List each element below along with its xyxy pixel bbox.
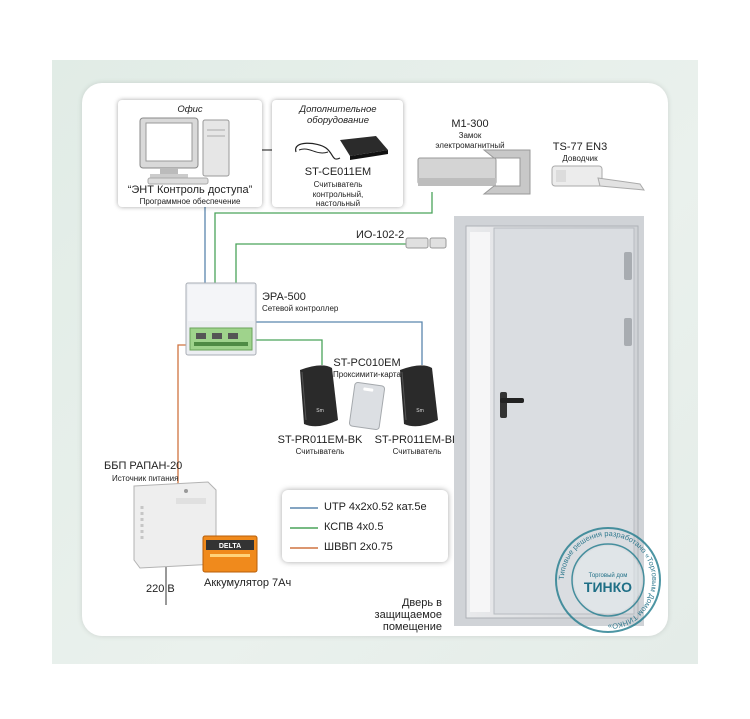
wire-utp-reader-right: [255, 321, 423, 365]
svg-text:Sm: Sm: [416, 408, 424, 414]
psu-name: ББП РАПАН-20: [104, 460, 183, 472]
wire-shvvp-psu: [177, 344, 188, 485]
extra-title: Дополнительное оборудование: [299, 104, 377, 126]
reader-right-name: ST-PR011EM-BK: [374, 434, 460, 446]
stamp-brand: ТИНКО: [584, 579, 632, 595]
lock-desc: Замок электромагнитный: [435, 131, 505, 150]
legend: [282, 490, 448, 562]
reader-left-name: ST-PR011EM-BK: [277, 434, 363, 446]
card-desc: Проксимити-карта: [333, 370, 401, 379]
wire-kspv-sensor: [235, 243, 406, 285]
lock-name: M1-300: [451, 118, 489, 130]
legend-label-shvvp: ШВВП 2х0.75: [324, 541, 393, 553]
reader-right-desc: Считыватель: [392, 447, 442, 456]
sensor-name: ИО-102-2: [356, 229, 405, 241]
controller-name: ЭРА-500: [262, 291, 306, 303]
reader-left-desc: Считыватель: [295, 447, 345, 456]
extra-reader-desc: Считыватель контрольный, настольный: [312, 180, 364, 208]
wire-kspv-lock: [214, 192, 433, 285]
closer-name: TS-77 EN3: [552, 141, 608, 153]
battery-brand: DELTA: [219, 543, 241, 550]
door-label: Дверь в защищаемое помещение: [374, 597, 442, 633]
legend-label-utp: UTP 4x2x0.52 кат.5е: [324, 501, 427, 513]
legend-label-kspv: КСПВ 4х0.5: [324, 521, 384, 533]
wire-kspv-reader-left: [255, 339, 323, 365]
office-software-name: “ЭНТ Контроль доступа”: [127, 184, 253, 196]
extra-reader-name: ST-CE011EM: [304, 166, 372, 178]
card-name: ST-PC010EM: [333, 357, 401, 369]
battery-label: Аккумулятор 7Ач: [204, 577, 292, 589]
stamp-caption: Торговый дом: [589, 572, 628, 579]
mains-label: 220 В: [146, 583, 175, 595]
controller-desc: Сетевой контроллер: [262, 304, 339, 313]
psu-desc: Источник питания: [112, 474, 179, 483]
office-title: Офис: [177, 104, 203, 115]
closer-desc: Доводчик: [562, 154, 598, 163]
office-software-desc: Программное обеспечение: [139, 197, 241, 206]
svg-text:Sm: Sm: [316, 408, 324, 414]
